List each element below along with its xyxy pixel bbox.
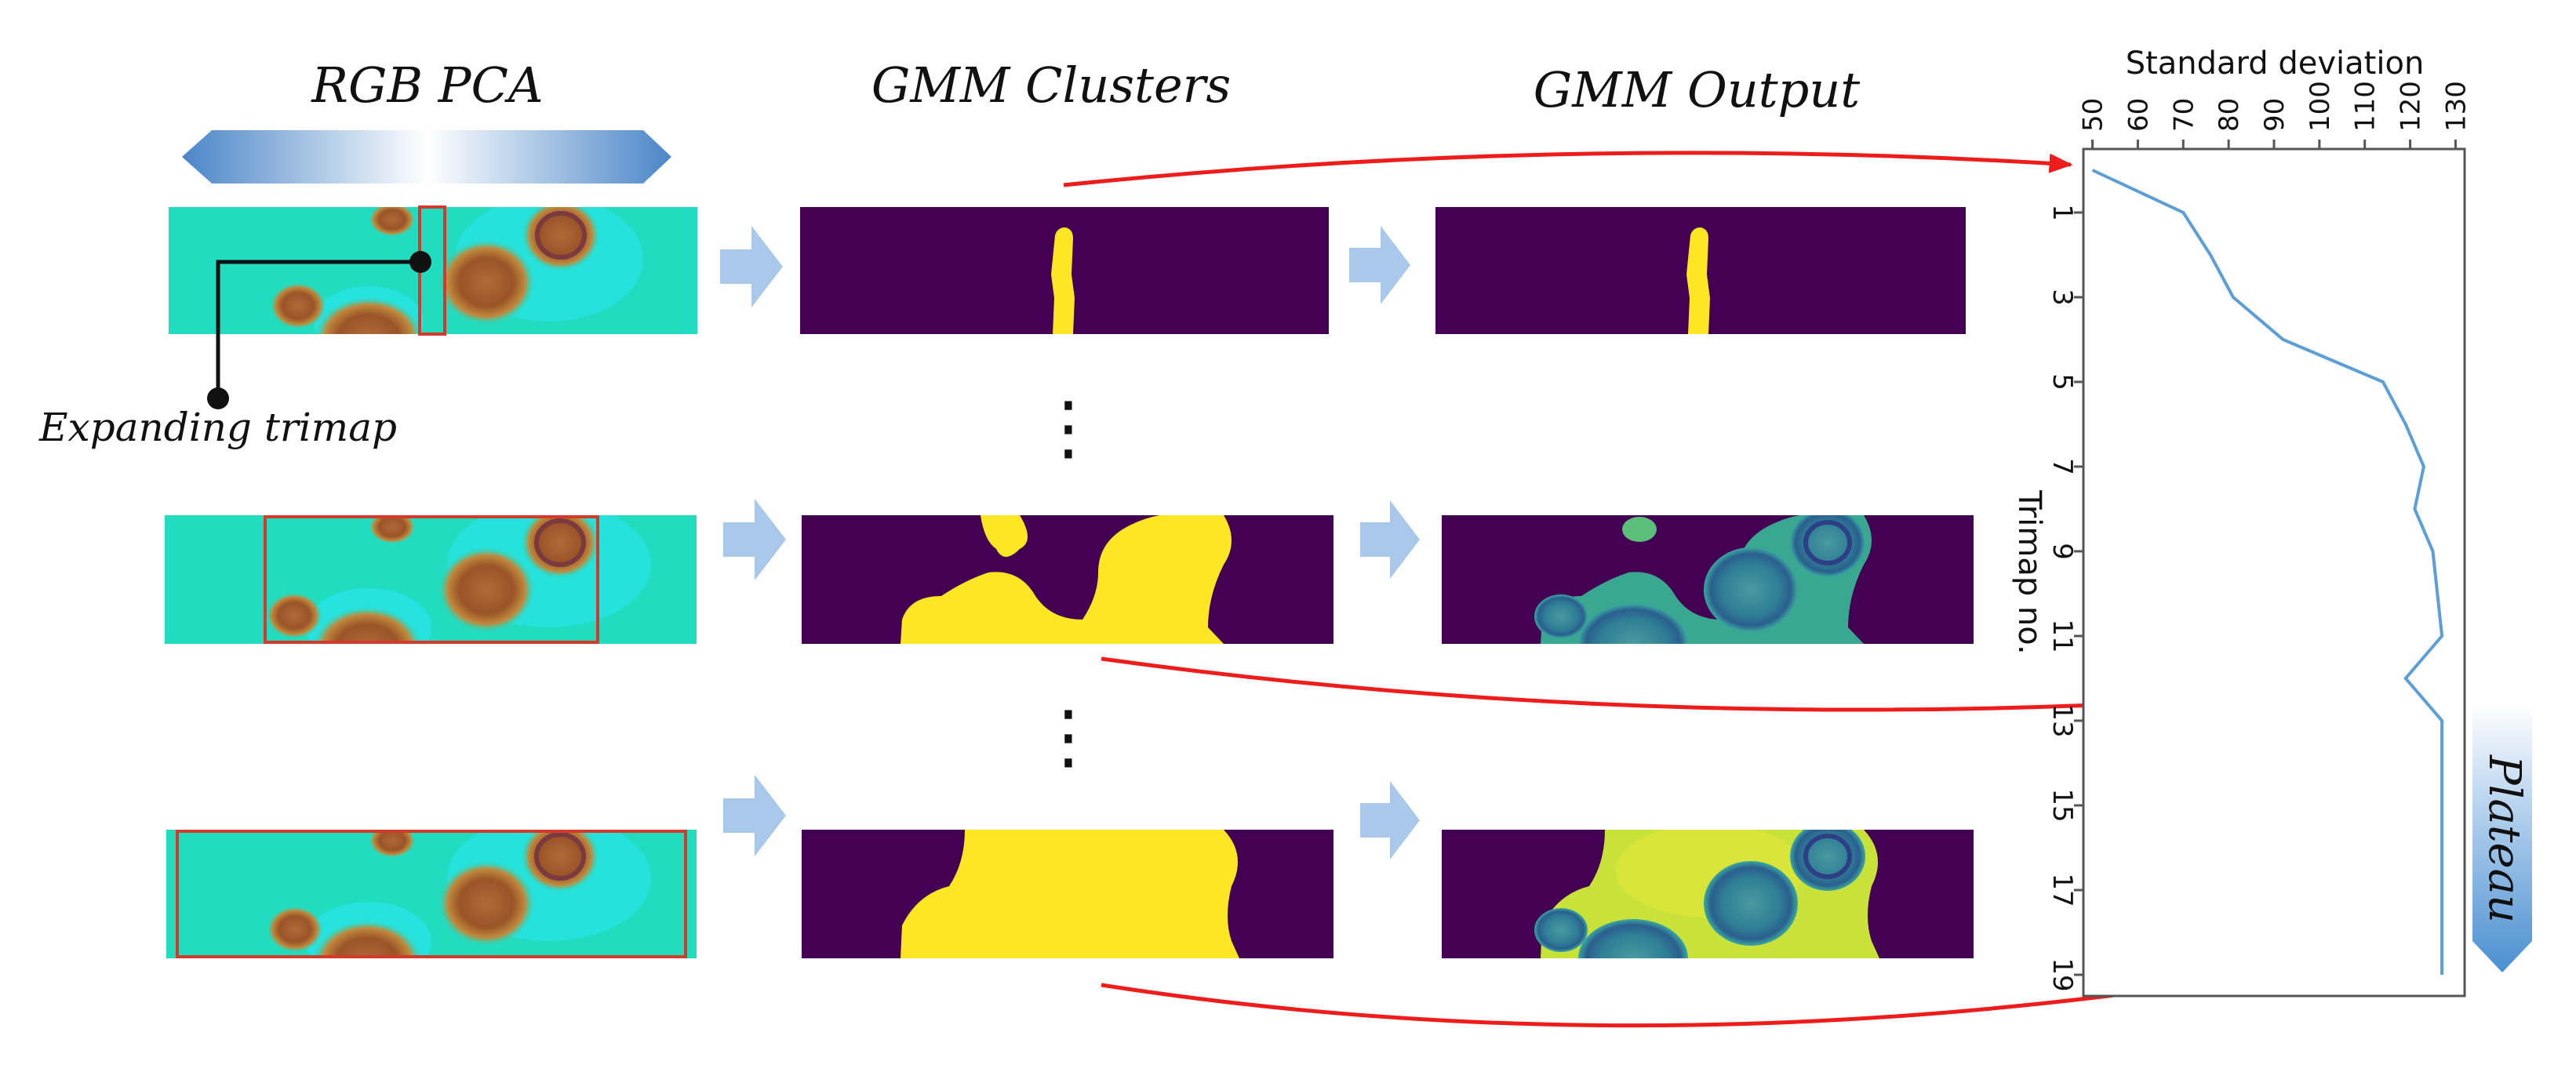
y-tick-label: 11 <box>2047 619 2078 652</box>
x-tick-label: 70 <box>2168 98 2199 132</box>
y-tick-label: 3 <box>2047 289 2078 306</box>
y-tick-label: 15 <box>2047 788 2078 822</box>
chart-xlabel: Standard deviation <box>2126 45 2425 82</box>
pca-panel-3 <box>166 830 697 958</box>
x-tick-label: 60 <box>2123 98 2154 132</box>
x-tick-label: 120 <box>2396 81 2427 132</box>
trimap-box-2 <box>264 515 599 644</box>
flow-arrow-3a <box>723 775 786 856</box>
callout-arrow-1 <box>1063 151 2073 187</box>
ellipsis-row-2: ⋮ <box>1033 696 1104 778</box>
y-tick-label: 17 <box>2047 873 2078 907</box>
header-gmm-output: GMM Output <box>1534 61 1860 118</box>
x-tick-label: 110 <box>2350 81 2381 132</box>
y-tick-label: 19 <box>2047 958 2078 991</box>
cluster-panel-1 <box>800 207 1329 334</box>
header-rgb-pca: RGB PCA <box>311 56 543 114</box>
y-tick-label: 5 <box>2047 373 2078 391</box>
trimap-box-3 <box>176 830 687 958</box>
x-tick-label: 80 <box>2214 98 2245 132</box>
ellipsis-row-1: ⋮ <box>1033 387 1104 469</box>
cluster-panel-2 <box>802 515 1333 644</box>
y-tick-label: 13 <box>2047 703 2078 737</box>
pca-panel-1 <box>169 207 697 334</box>
chart-frame <box>2082 147 2466 998</box>
pca-panel-2 <box>165 515 697 644</box>
std-chart: Standard deviation Trimap no. 50 60 70 80 90… <box>2011 45 2472 998</box>
x-tick-label: 100 <box>2305 81 2336 132</box>
plateau-label: Plateau <box>2479 754 2530 923</box>
output-panel-2 <box>1442 515 1974 644</box>
series-line <box>2091 169 2444 975</box>
expanding-trimap-callout <box>207 251 431 409</box>
flow-arrow-2a <box>723 499 786 580</box>
flow-arrow-3b <box>1360 781 1420 859</box>
y-tick-label: 1 <box>2047 204 2078 221</box>
chart-ylabel: Trimap no. <box>2011 489 2047 655</box>
expanding-trimap-label: Expanding trimap <box>38 405 397 450</box>
output-panel-1 <box>1435 207 1966 334</box>
output-panel-3 <box>1442 830 1974 958</box>
pca-axis-bar <box>182 130 671 184</box>
x-tick-label: 50 <box>2078 98 2109 132</box>
y-tick-label: 7 <box>2047 458 2078 475</box>
header-gmm-clusters: GMM Clusters <box>871 56 1231 114</box>
x-tick-label: 90 <box>2259 98 2290 132</box>
y-tick-label: 9 <box>2047 543 2078 560</box>
flow-arrow-2b <box>1360 500 1420 579</box>
flow-arrows <box>720 226 1420 859</box>
flow-arrow-1a <box>720 226 783 307</box>
plateau-arrow <box>2472 706 2532 972</box>
x-tick-label: 130 <box>2440 81 2472 132</box>
flow-arrow-1b <box>1349 226 1410 304</box>
cluster-panel-3 <box>802 830 1333 958</box>
